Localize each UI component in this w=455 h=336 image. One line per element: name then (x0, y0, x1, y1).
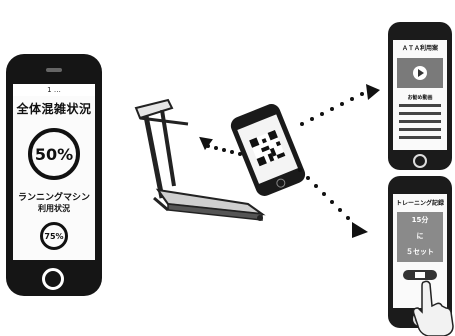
training-screen-title: トレーニング記録 (395, 200, 444, 207)
overall-percent-ring: 50% (28, 128, 80, 180)
video-screen-title: ＡＴＡ利用案 (401, 45, 438, 52)
congestion-screen: 1 … 全体混雑状況 50% ランニングマシン 利用状況 75% (13, 84, 95, 260)
video-thumbnail[interactable] (397, 58, 443, 88)
congestion-phone: 1 … 全体混雑状況 50% ランニングマシン 利用状況 75% (6, 54, 102, 296)
training-screen: トレーニング記録 15分 に ５セット (393, 194, 447, 308)
home-button[interactable] (274, 177, 287, 189)
qr-screen (237, 114, 298, 184)
home-button[interactable] (413, 154, 427, 168)
overall-percent: 50% (34, 144, 74, 164)
congestion-title: 全体混雑状況 (16, 102, 92, 116)
machine-label-line2: 利用状況 (38, 204, 70, 213)
machine-label-line1: ランニングマシン (17, 193, 90, 203)
training-panel: 15分 に ５セット (397, 212, 443, 262)
hand-pointer-icon (412, 280, 454, 336)
status-bar: 1 … (13, 84, 95, 96)
home-button[interactable] (42, 268, 64, 290)
start-button[interactable] (403, 270, 437, 280)
video-phone: ＡＴＡ利用案 お勧め動画 (388, 22, 452, 170)
recommended-label: お勧め動画 (407, 95, 433, 101)
treadmill-icon (134, 98, 266, 221)
panel-line: 15分 (411, 216, 429, 224)
phone-speaker (46, 68, 62, 72)
qr-scanner-phone (228, 101, 308, 199)
machine-percent-ring: 75% (40, 222, 68, 250)
training-phone: トレーニング記録 15分 に ５セット (388, 176, 452, 328)
panel-line: に (416, 232, 424, 240)
machine-percent: 75% (44, 231, 64, 241)
qr-code-icon (249, 129, 286, 167)
description-text (399, 104, 441, 144)
panel-line: ５セット (406, 248, 434, 256)
play-icon[interactable] (413, 66, 427, 80)
video-screen: ＡＴＡ利用案 お勧め動画 (393, 40, 447, 150)
